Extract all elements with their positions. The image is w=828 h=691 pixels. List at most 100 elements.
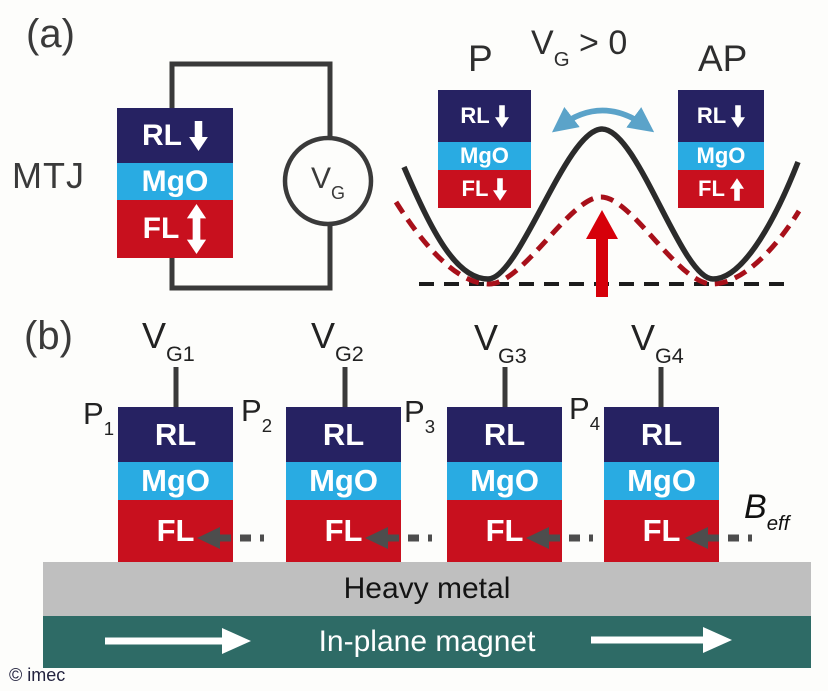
reference-layer: RL (447, 407, 562, 462)
vg-sub: G (331, 182, 346, 203)
vg3-label: VG3 (474, 317, 527, 367)
fl-text: FL (142, 212, 180, 245)
fl-text: FL (461, 176, 489, 201)
ap-state-label: AP (698, 38, 748, 79)
fl-text: FL (324, 513, 363, 548)
switch-arc-arrow-icon (551, 106, 655, 133)
mgo-text: MgO (141, 164, 209, 198)
mgo-text: MgO (309, 463, 378, 498)
in-plane-magnet-layer: In-plane magnet (43, 616, 811, 668)
heavy-metal-layer: Heavy metal (43, 562, 811, 616)
sub: G2 (335, 340, 364, 366)
gate-condition-label: VG > 0 (531, 24, 628, 70)
reference-layer: RL (118, 407, 233, 462)
fl-text: FL (156, 513, 195, 548)
sub: G3 (498, 342, 527, 368)
rl-text: RL (154, 416, 197, 452)
mgo-text: MgO (141, 463, 210, 498)
cond-sub: G (553, 49, 570, 72)
mtj-pillar-2: RL MgO FL (286, 407, 401, 562)
down-arrow-icon (189, 120, 208, 151)
p1-label: P1 (83, 396, 114, 438)
beff-label: Beff (744, 488, 789, 534)
cond-v: V (531, 24, 554, 62)
up-arrow-icon (729, 177, 744, 201)
mtj-stack: RL MgO FL (117, 108, 233, 258)
mgo-barrier: MgO (117, 163, 233, 200)
reference-layer: RL (678, 90, 764, 142)
p: P (569, 391, 590, 426)
vg4-label: VG4 (631, 317, 684, 367)
mgo-text: MgO (627, 463, 696, 498)
rl-text: RL (696, 103, 727, 128)
rl-text: RL (322, 416, 365, 452)
panel-a-label: (a) (26, 12, 75, 56)
rl-text: RL (640, 416, 683, 452)
fl-text: FL (485, 513, 524, 548)
credit-label: © imec (9, 665, 66, 685)
rl-text: RL (483, 416, 526, 452)
rl-text: RL (142, 118, 182, 152)
p: P (404, 394, 425, 429)
sub: 4 (589, 413, 601, 435)
mgo-barrier: MgO (438, 142, 531, 170)
p3-label: P3 (404, 394, 435, 436)
free-layer: FL (604, 500, 719, 562)
mgo-barrier: MgO (678, 142, 764, 170)
p4-label: P4 (569, 391, 600, 433)
barrier-lower-arrow-icon (586, 210, 618, 297)
vg-v: V (310, 162, 331, 195)
sub: eff (766, 513, 790, 536)
free-layer: FL (117, 200, 233, 258)
mgo-barrier: MgO (604, 462, 719, 500)
fl-text: FL (698, 176, 725, 201)
cond-rest: > 0 (579, 24, 628, 62)
sub: 3 (424, 416, 436, 438)
voltage-source-label: VG (299, 162, 357, 202)
sub: G4 (655, 342, 684, 368)
mgo-text: MgO (460, 143, 509, 168)
mtj-pillar-1: RL MgO FL (118, 407, 233, 562)
sub: 1 (103, 418, 115, 440)
free-layer: FL (447, 500, 562, 562)
free-layer: FL (438, 170, 531, 208)
p: P (241, 393, 262, 428)
p2-label: P2 (241, 393, 272, 435)
mtj-pillar-4: RL MgO FL (604, 407, 719, 562)
reference-layer: RL (438, 90, 531, 142)
p: P (83, 396, 104, 431)
p-state-stack: RL MgO FL (438, 90, 531, 208)
mgo-text: MgO (470, 463, 539, 498)
fl-text: FL (642, 513, 681, 548)
panel-b-label: (b) (24, 314, 73, 358)
p-state-label: P (468, 38, 493, 79)
v: V (631, 317, 656, 358)
vg2-label: VG2 (311, 318, 364, 365)
b: B (744, 488, 767, 526)
mgo-barrier: MgO (286, 462, 401, 500)
lowered-barrier-curve-red-dashed (393, 194, 802, 287)
reference-layer: RL (117, 108, 233, 163)
rl-text: RL (460, 103, 490, 128)
sub: G1 (166, 340, 195, 366)
mgo-text: MgO (696, 143, 746, 168)
free-layer: FL (118, 500, 233, 562)
mgo-barrier: MgO (118, 462, 233, 500)
reference-layer: RL (286, 407, 401, 462)
down-arrow-icon (493, 177, 508, 201)
down-arrow-icon (494, 104, 509, 128)
v: V (142, 315, 167, 356)
v: V (474, 317, 499, 358)
mgo-barrier: MgO (447, 462, 562, 500)
sub: 2 (261, 415, 273, 437)
reference-layer: RL (604, 407, 719, 462)
up-down-arrow-icon (187, 204, 207, 254)
heavy-metal-label: Heavy metal (343, 572, 511, 605)
free-layer: FL (678, 170, 764, 208)
ap-state-stack: RL MgO FL (678, 90, 764, 208)
mtj-label: MTJ (12, 155, 85, 196)
mtj-pillar-3: RL MgO FL (447, 407, 562, 562)
free-layer: FL (286, 500, 401, 562)
in-plane-magnet-label: In-plane magnet (318, 625, 536, 658)
